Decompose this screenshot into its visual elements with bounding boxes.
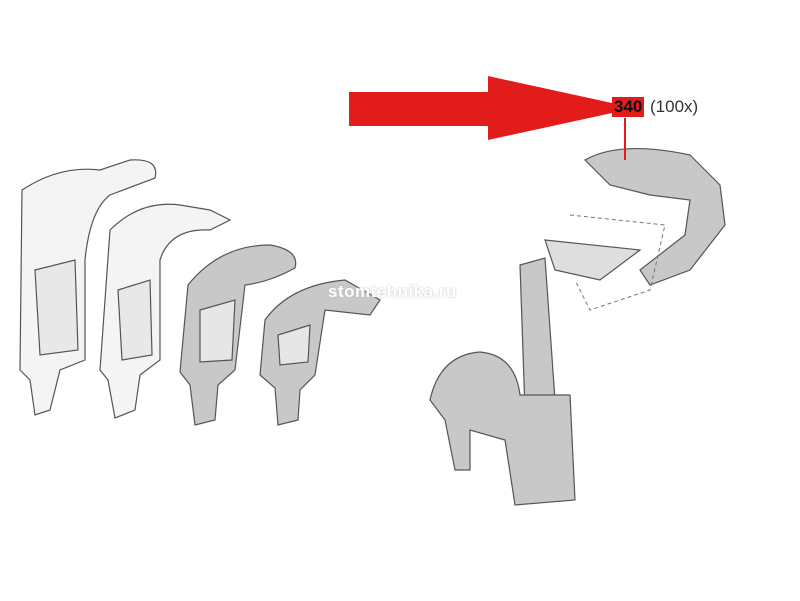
callout-arrow-shaft [349, 92, 494, 126]
watermark: stomtehnika.ru [328, 282, 457, 301]
part-number-label: 340 [612, 97, 645, 117]
dashed-assembly-lines [569, 214, 666, 311]
grey-bite-block-small [259, 279, 381, 426]
bite-block-holder-assembly [429, 147, 726, 506]
grey-bite-block-large [179, 244, 297, 426]
callout-arrow-head [488, 76, 635, 140]
quantity-label: (100x) [650, 97, 699, 116]
large-clear-bite-block [19, 159, 157, 416]
medium-clear-bite-block [99, 203, 232, 419]
